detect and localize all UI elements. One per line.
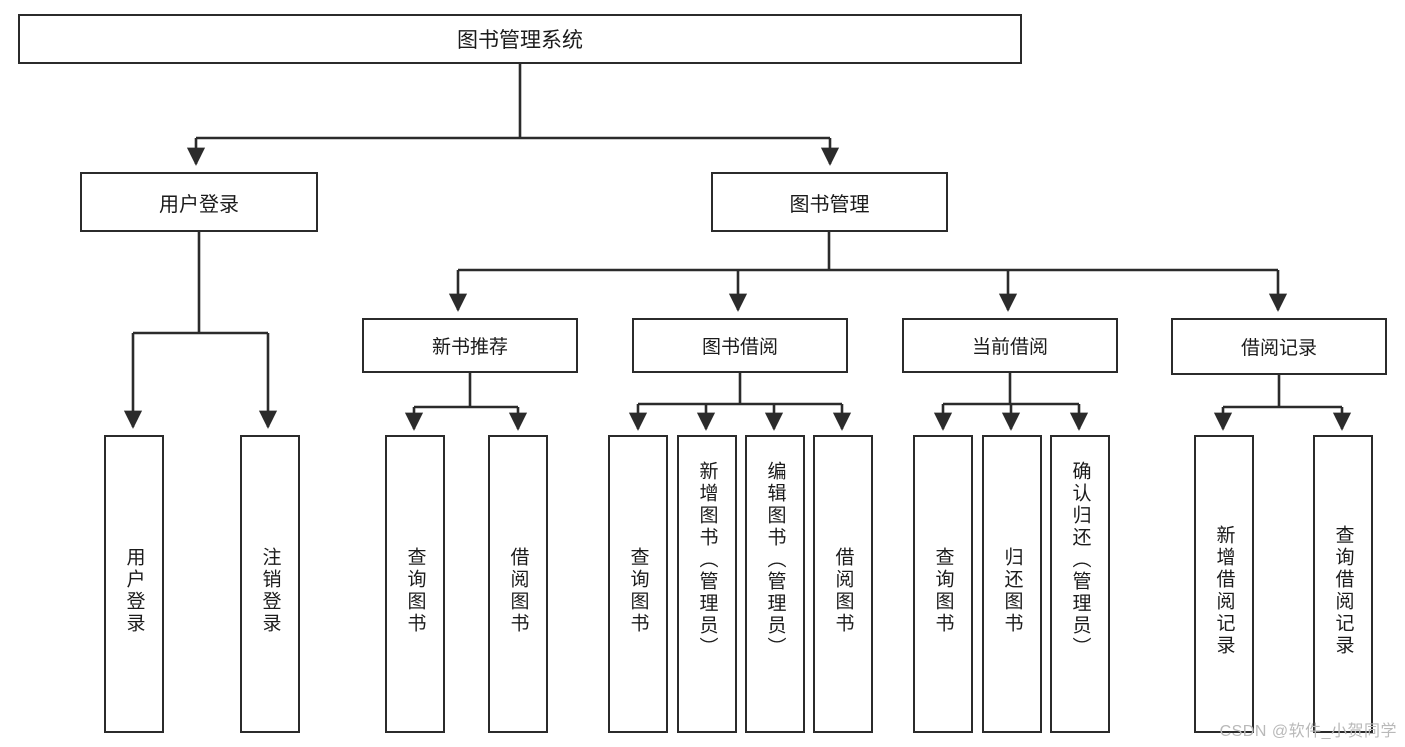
node-label: 图书管理系统 <box>457 29 583 52</box>
node-current-borrow[interactable]: 当前借阅 <box>902 318 1118 373</box>
node-label: 图书管理 <box>789 193 870 216</box>
node-leaf-query-book-current[interactable]: 查询图书 <box>913 435 973 733</box>
node-leaf-logout[interactable]: 注销登录 <box>240 435 300 733</box>
node-leaf-add-book-admin[interactable]: 新增图书（管理员） <box>677 435 737 733</box>
leaf-text-wrap: 查询图书 <box>387 451 443 731</box>
node-label: 编辑图书（管理员） <box>764 461 786 659</box>
node-leaf-user-login[interactable]: 用户登录 <box>104 435 164 733</box>
node-root-system[interactable]: 图书管理系统 <box>18 14 1022 64</box>
node-label: 查询图书 <box>627 547 649 635</box>
node-leaf-query-book-recommend[interactable]: 查询图书 <box>385 435 445 733</box>
node-label: 用户登录 <box>123 547 145 635</box>
node-label: 归还图书 <box>1001 547 1023 635</box>
node-leaf-edit-book-admin[interactable]: 编辑图书（管理员） <box>745 435 805 733</box>
node-label: 注销登录 <box>259 547 281 635</box>
node-leaf-borrow-book-recommend[interactable]: 借阅图书 <box>488 435 548 733</box>
node-label: 新增借阅记录 <box>1213 525 1235 657</box>
node-label: 借阅记录 <box>1240 338 1317 359</box>
node-label: 查询图书 <box>932 547 954 635</box>
node-leaf-borrow-book[interactable]: 借阅图书 <box>813 435 873 733</box>
node-label: 新书推荐 <box>431 337 508 358</box>
node-leaf-add-borrow-record[interactable]: 新增借阅记录 <box>1194 435 1254 733</box>
node-borrow-record[interactable]: 借阅记录 <box>1171 318 1387 375</box>
node-book-management[interactable]: 图书管理 <box>711 172 948 232</box>
node-label: 当前借阅 <box>971 337 1048 358</box>
leaf-text-wrap: 编辑图书（管理员） <box>747 451 803 731</box>
node-leaf-query-borrow-record[interactable]: 查询借阅记录 <box>1313 435 1373 733</box>
node-label: 查询借阅记录 <box>1332 525 1354 657</box>
leaf-text-wrap: 新增图书（管理员） <box>679 451 735 731</box>
leaf-text-wrap: 确认归还（管理员） <box>1052 451 1108 731</box>
node-label: 查询图书 <box>404 547 426 635</box>
leaf-text-wrap: 注销登录 <box>242 451 298 731</box>
leaf-text-wrap: 新增借阅记录 <box>1196 451 1252 731</box>
node-book-borrow[interactable]: 图书借阅 <box>632 318 848 373</box>
leaf-text-wrap: 查询图书 <box>915 451 971 731</box>
node-label: 图书借阅 <box>701 337 778 358</box>
node-new-book-recommend[interactable]: 新书推荐 <box>362 318 578 373</box>
node-label: 借阅图书 <box>507 547 529 635</box>
node-label: 用户登录 <box>159 193 239 216</box>
node-label: 借阅图书 <box>832 547 854 635</box>
node-label: 确认归还（管理员） <box>1069 461 1091 659</box>
leaf-text-wrap: 借阅图书 <box>490 451 546 731</box>
watermark-text: CSDN @软件_小贺同学 <box>1219 723 1397 740</box>
leaf-text-wrap: 查询借阅记录 <box>1315 451 1371 731</box>
node-label: 新增图书（管理员） <box>696 461 718 659</box>
leaf-text-wrap: 查询图书 <box>610 451 666 731</box>
node-user-login[interactable]: 用户登录 <box>80 172 318 232</box>
node-leaf-query-book-borrow[interactable]: 查询图书 <box>608 435 668 733</box>
leaf-text-wrap: 用户登录 <box>106 451 162 731</box>
node-leaf-return-book[interactable]: 归还图书 <box>982 435 1042 733</box>
leaf-text-wrap: 归还图书 <box>984 451 1040 731</box>
leaf-text-wrap: 借阅图书 <box>815 451 871 731</box>
node-leaf-confirm-return-admin[interactable]: 确认归还（管理员） <box>1050 435 1110 733</box>
